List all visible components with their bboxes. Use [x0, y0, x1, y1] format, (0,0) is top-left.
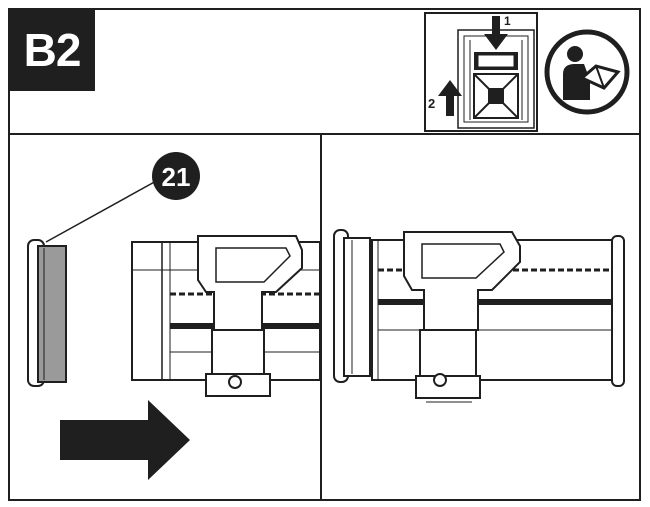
outer-border	[8, 8, 641, 501]
arrow-up-icon	[438, 80, 462, 116]
seal-ring-21	[27, 239, 67, 387]
callout-number: 21	[162, 162, 191, 192]
step-badge: B2	[9, 9, 95, 91]
pipe-assembly-left	[131, 235, 321, 397]
read-manual-icon	[544, 29, 630, 115]
callout-badge: 21	[152, 152, 200, 200]
arrow-right-icon	[60, 400, 190, 480]
detail-inset	[424, 12, 538, 132]
callout-leader	[45, 179, 159, 243]
pipe-assembly-right	[333, 229, 625, 403]
inset-marker-1: 1	[504, 14, 511, 28]
arrow-down-icon	[484, 16, 508, 50]
inset-marker-2: 2	[428, 96, 435, 111]
